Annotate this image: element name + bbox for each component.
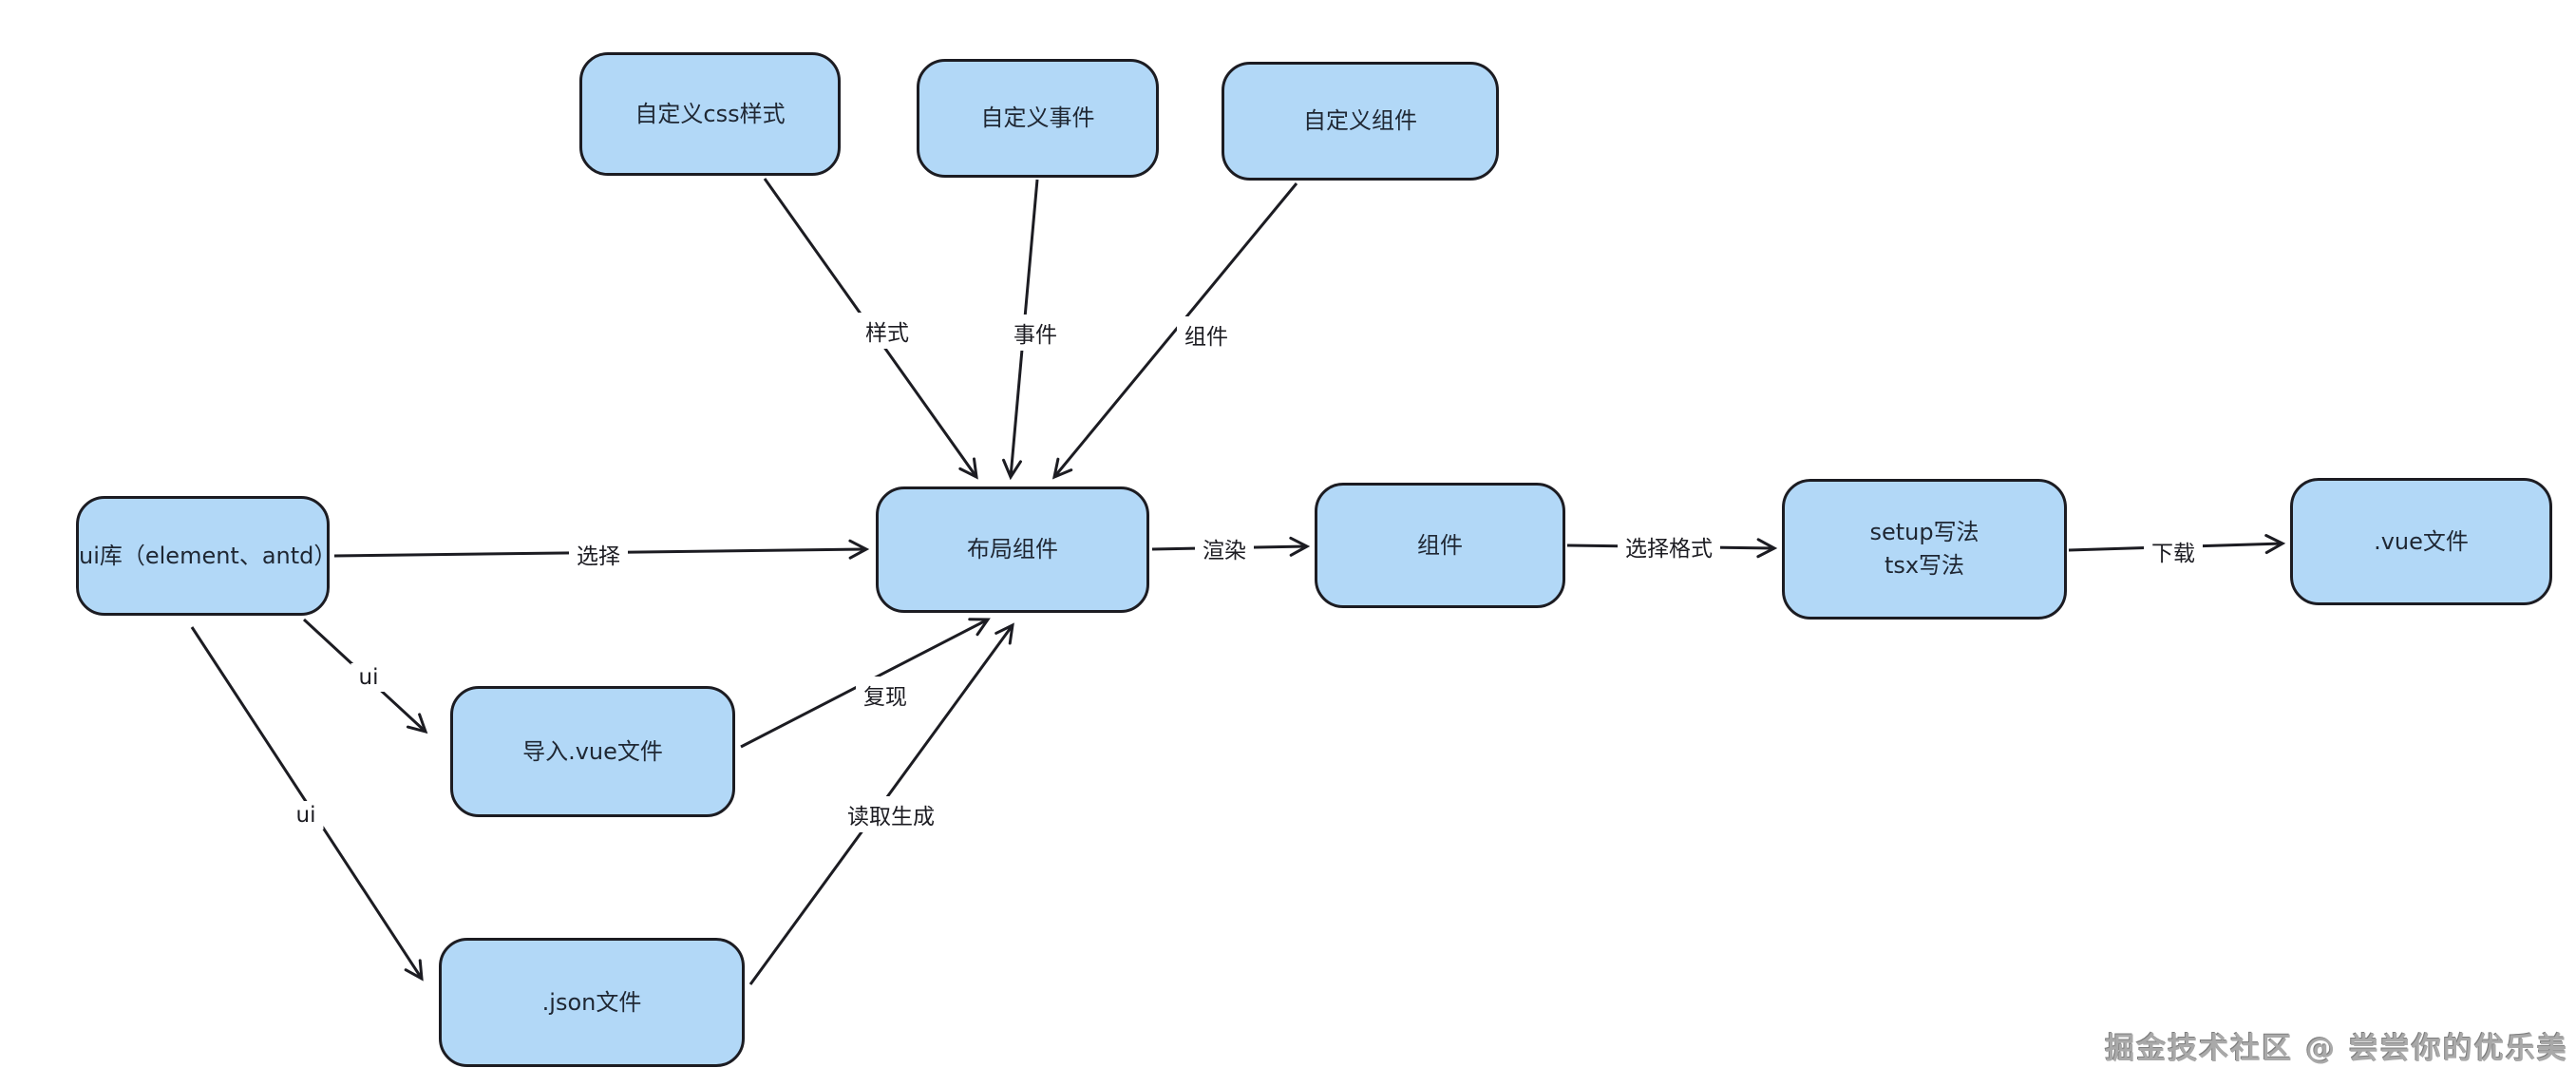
edge-label-reproduce: 复现 <box>856 677 915 713</box>
node-custom-component: 自定义组件 <box>1222 62 1499 181</box>
node-vue-file-label: .vue文件 <box>2374 527 2469 555</box>
edge-label-component: 组件 <box>1177 316 1236 353</box>
edge-component-line <box>1051 182 1298 480</box>
edge-label-download: 下载 <box>2144 533 2203 569</box>
node-custom-event: 自定义事件 <box>917 59 1159 178</box>
node-layout-component-label: 布局组件 <box>967 536 1058 563</box>
node-ui-library: ui库（element、antd） <box>76 496 337 616</box>
node-layout-component: 布局组件 <box>876 486 1149 613</box>
node-ui-library-label: ui库（element、antd） <box>79 542 337 569</box>
edge-label-read-generate: 读取生成 <box>840 796 942 832</box>
node-custom-event-label: 自定义事件 <box>980 105 1095 132</box>
node-custom-css-style: 自定义css样式 <box>579 52 841 176</box>
watermark: 掘金技术社区 @ 尝尝你的优乐美 <box>2105 1032 2568 1066</box>
node-json-file-label: .json文件 <box>541 988 642 1016</box>
node-custom-component-label: 自定义组件 <box>1303 107 1417 135</box>
node-import-vue-file: 导入.vue文件 <box>450 686 735 817</box>
edge-label-select: 选择 <box>569 536 628 572</box>
edge-label-render: 渲染 <box>1195 530 1254 566</box>
node-vue-file: .vue文件 <box>2290 478 2552 605</box>
edge-label-event: 事件 <box>1006 315 1065 351</box>
edge-label-ui-to-json: ui <box>288 801 324 830</box>
node-json-file: .json文件 <box>439 938 745 1067</box>
edge-label-select-format: 选择格式 <box>1618 528 1720 564</box>
edge-label-ui-to-import: ui <box>350 663 387 692</box>
node-component: 组件 <box>1315 483 1565 608</box>
node-format-options: setup写法 tsx写法 <box>1782 479 2067 620</box>
edge-label-style: 样式 <box>858 313 917 349</box>
node-import-vue-file-label: 导入.vue文件 <box>522 737 663 765</box>
node-component-label: 组件 <box>1417 531 1463 559</box>
node-custom-css-style-label: 自定义css样式 <box>635 100 786 127</box>
node-format-options-label: setup写法 tsx写法 <box>1869 519 1979 579</box>
